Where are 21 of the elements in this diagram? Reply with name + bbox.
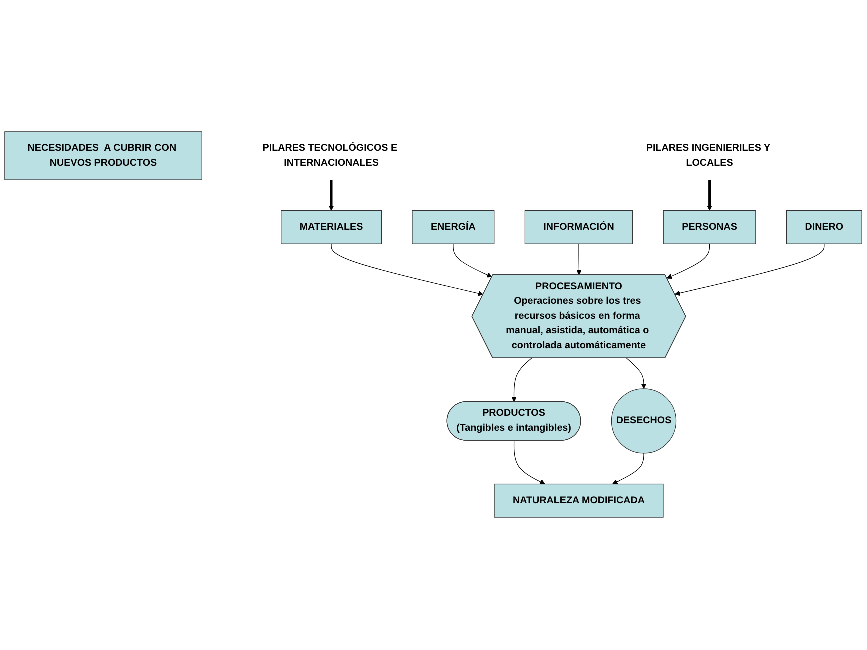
arrow [331,244,484,296]
arrow [453,244,492,278]
arrow [612,453,644,485]
node-box: MATERIALES [281,210,382,245]
node-text: PILARES TECNOLÓGICOS E INTERNACIONALES [262,143,398,169]
node-box: NECESIDADES A CUBRIR CON NUEVOS PRODUCTOS [4,132,202,181]
arrow [674,244,825,296]
arrow [707,180,712,212]
node-box: NATURALEZA MODIFICADA [494,484,664,518]
arrow [328,180,334,212]
node-box: INFORMACIÓN [524,210,634,245]
node-box: DINERO [786,210,862,245]
node-circle: DESECHOS [611,388,677,454]
arrow [666,244,710,280]
arrow [512,358,532,403]
node-box: ENERGÍA [412,210,495,245]
node-text: PILARES INGENIERILES Y LOCALES [646,143,770,169]
arrow [514,440,546,485]
arrow [576,244,582,276]
node-box: PERSONAS [663,210,756,245]
arrow [626,358,647,390]
